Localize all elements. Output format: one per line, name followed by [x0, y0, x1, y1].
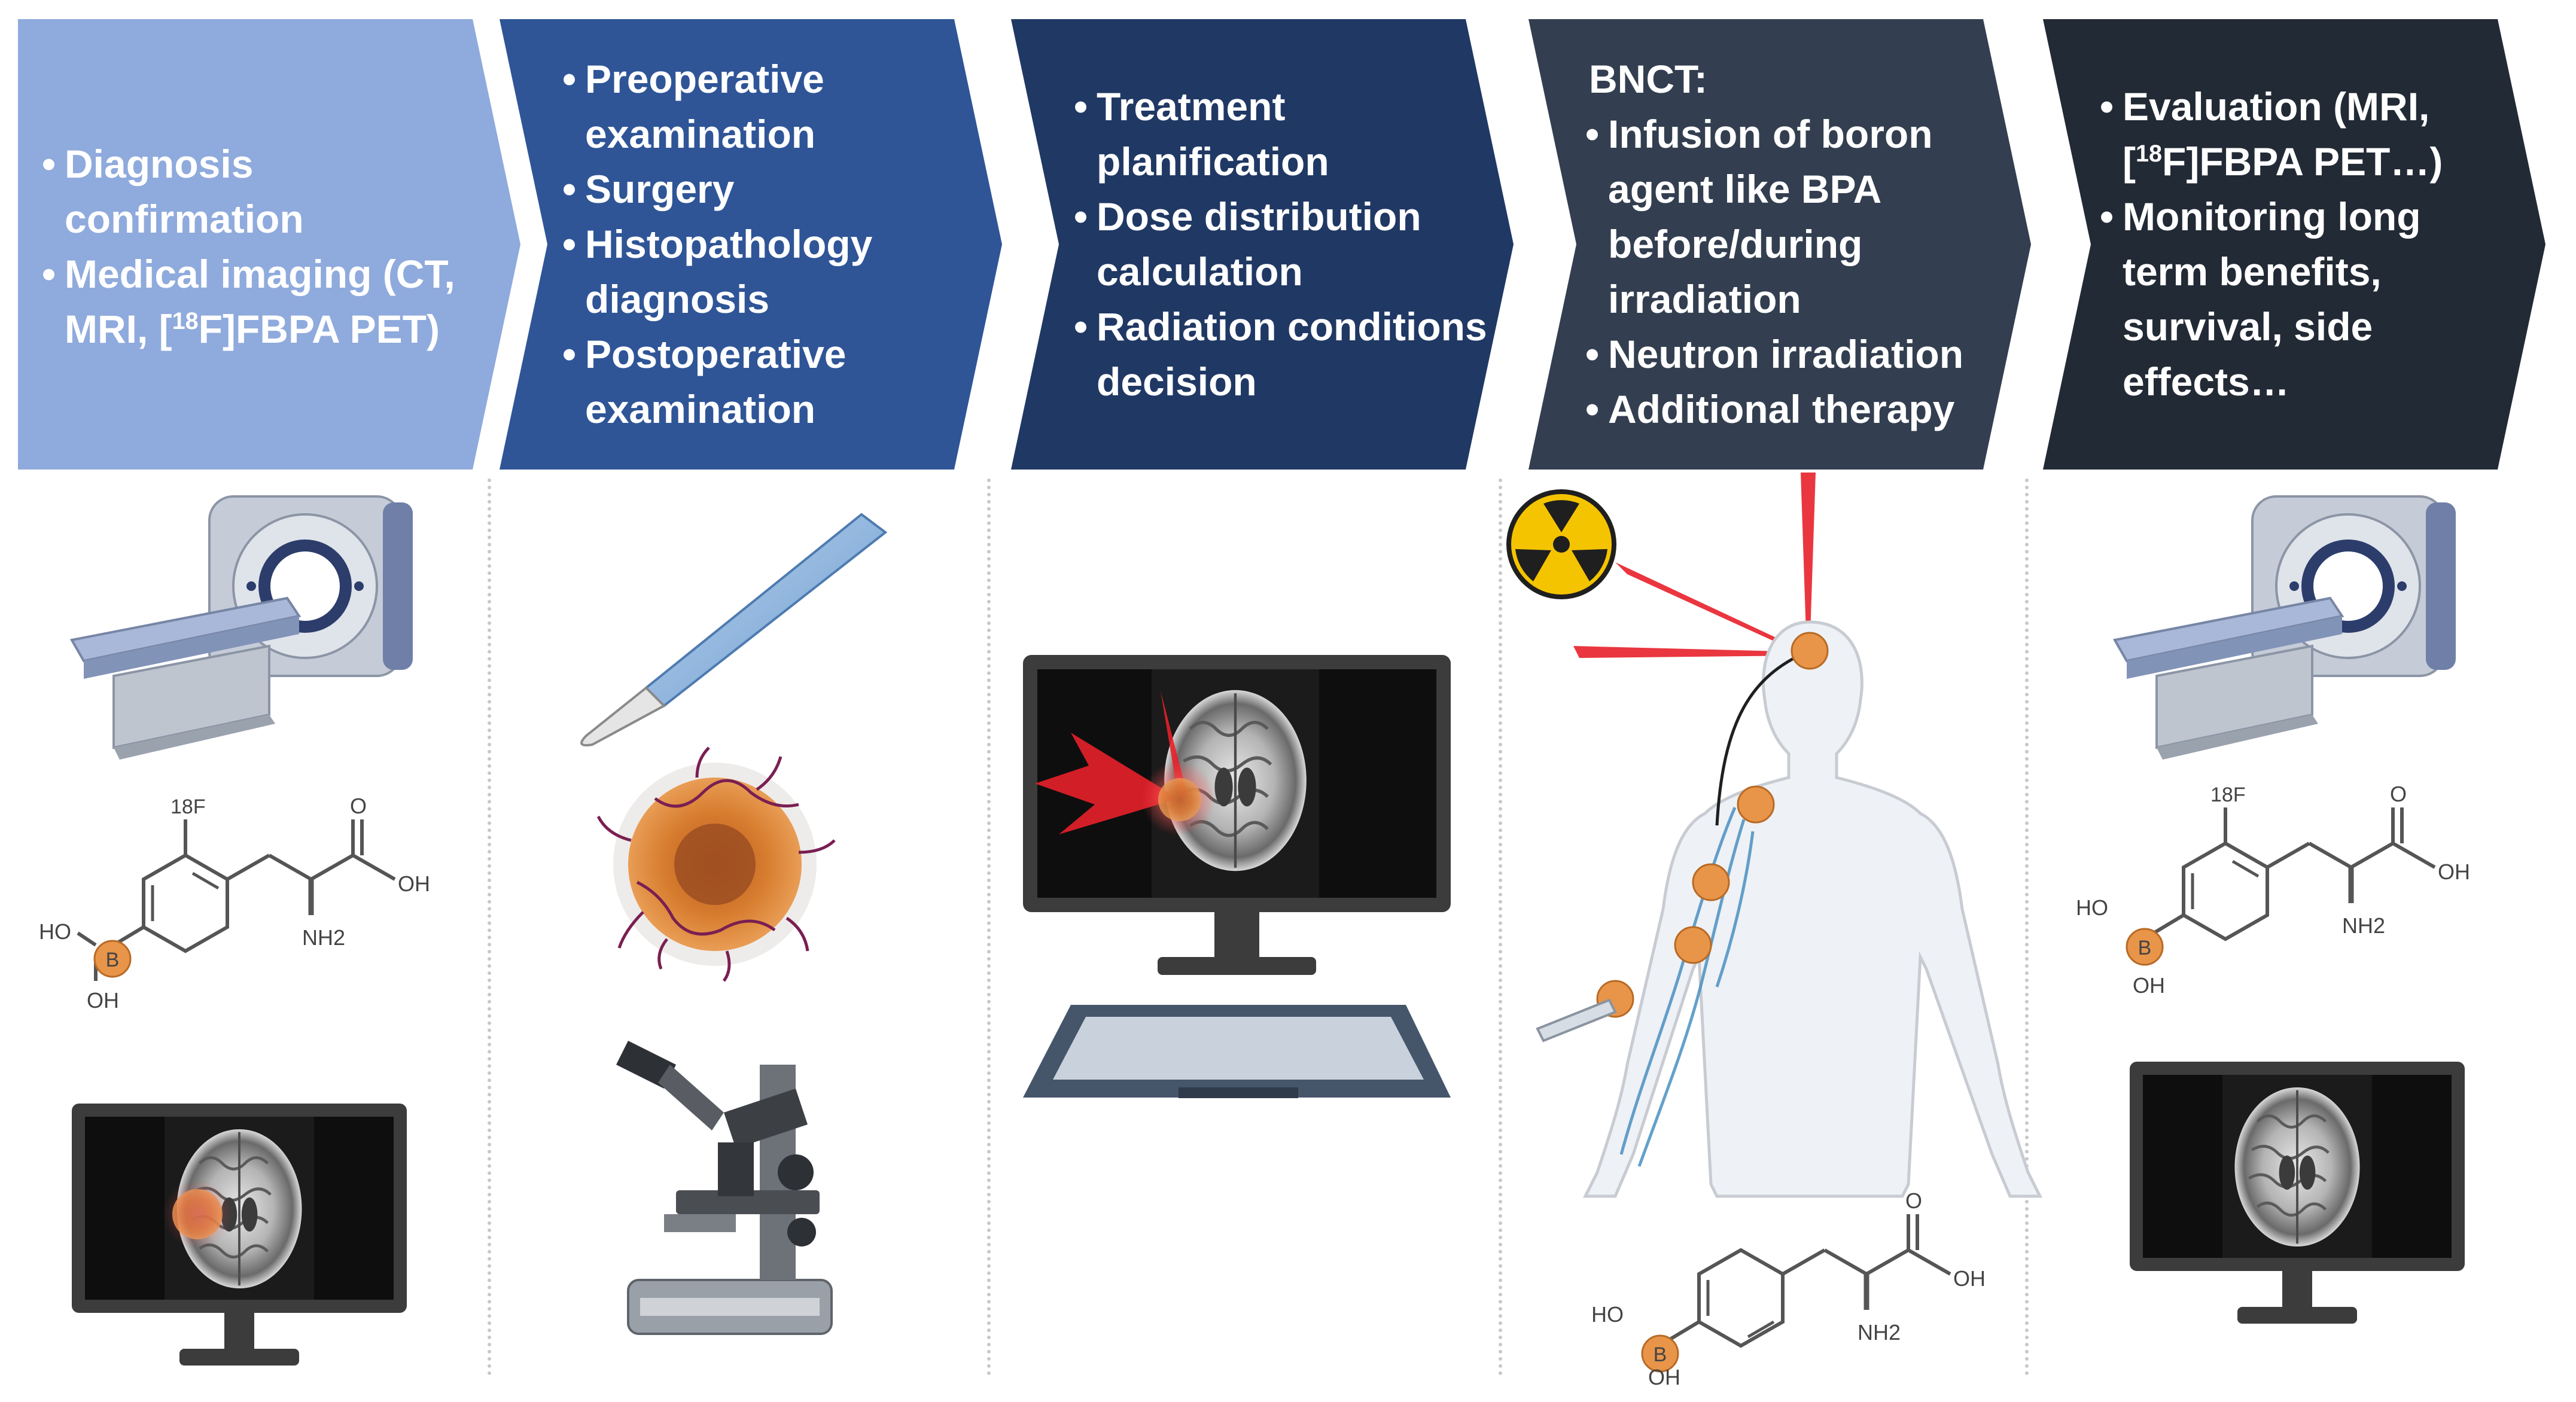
step-3-item-3: Radiation conditions decision: [1074, 299, 1493, 409]
step-4-list: Infusion of boron agent like BPA before/…: [1585, 106, 1992, 437]
fbpa-molecule-1: B 18F O OH NH2 HO OH: [39, 794, 430, 1013]
scalpel-icon: [580, 513, 888, 746]
fbpa-1-fluorine-label: 18F: [170, 796, 206, 818]
step-4-text: BNCT: Infusion of boron agent like BPA b…: [1585, 51, 1992, 437]
step-2-text: Preoperative examination Surgery Histopa…: [562, 51, 945, 437]
step-3-item-1: Treatment planification: [1074, 79, 1493, 189]
monitor-brain-tumor-icon: [72, 1104, 407, 1366]
step-3-list: Treatment planification Dose distributio…: [1074, 79, 1493, 409]
step-2-item-4: Postoperative examination: [562, 327, 945, 437]
fbpa-1-boron-label: B: [106, 949, 120, 971]
step-5-item-2: Monitoring long term benefits, survival,…: [2100, 189, 2471, 409]
fbpa-1-ho-label: HO: [39, 919, 71, 944]
bpa-molecule: B O OH NH2 HO OH: [1591, 1188, 1986, 1389]
step-2-item-2: Surgery: [562, 161, 945, 217]
tumor-cell-icon: [596, 746, 836, 982]
fbpa-1-amine-label: NH2: [302, 925, 345, 950]
step-1-text: Diagnosis confirmation Medical imaging (…: [42, 136, 497, 356]
step-1-list: Diagnosis confirmation Medical imaging (…: [42, 136, 497, 356]
step-4-heading: BNCT:: [1589, 57, 1707, 101]
fbpa-1-oxygen-label: O: [350, 794, 367, 818]
fbpa-1-acid-oh-label: OH: [398, 871, 430, 896]
fbpa-2-oxygen-label: O: [2390, 782, 2407, 806]
bpa-ho-label: HO: [1591, 1302, 1624, 1327]
bpa-boron-label: B: [1654, 1343, 1667, 1366]
step-5-text: Evaluation (MRI, [18F]FBPA PET…) Monitor…: [2100, 79, 2471, 409]
patient-body-icon: [1536, 620, 2043, 1198]
radiation-hazard-icon: [1506, 489, 1616, 599]
step-5-list: Evaluation (MRI, [18F]FBPA PET…) Monitor…: [2100, 79, 2471, 409]
keyboard-icon: [1023, 1005, 1451, 1098]
fbpa-2-boron-label: B: [2138, 937, 2152, 959]
monitor-brain-icon: [2130, 1062, 2465, 1324]
column-separator-3: [1499, 478, 1502, 1376]
step-1-item-2: Medical imaging (CT, MRI, [18F]FBPA PET): [42, 246, 497, 356]
step-1-item-1: Diagnosis confirmation: [42, 136, 497, 246]
fbpa-2-fluorine-label: 18F: [2210, 784, 2246, 806]
column-separator-2: [987, 478, 991, 1376]
step-5-item-1: Evaluation (MRI, [18F]FBPA PET…): [2100, 79, 2471, 189]
step-2-item-3: Histopathology diagnosis: [562, 217, 945, 327]
step-3-text: Treatment planification Dose distributio…: [1074, 79, 1493, 409]
column-separator-4: [2025, 478, 2029, 1376]
step-4-item-1: Infusion of boron agent like BPA before/…: [1585, 106, 1992, 327]
treatment-planning-monitor-icon: [1023, 655, 1451, 975]
bpa-oxygen-label: O: [1905, 1188, 1922, 1213]
column-separator-1: [488, 478, 491, 1376]
fbpa-1-boron-oh-label: OH: [87, 988, 119, 1013]
ct-scanner-icon-1: [71, 495, 414, 761]
step-4-item-3: Additional therapy: [1585, 382, 1992, 437]
step-2-item-1: Preoperative examination: [562, 51, 945, 161]
step-3-item-2: Dose distribution calculation: [1074, 189, 1493, 299]
bpa-boron-oh-label: OH: [1648, 1365, 1680, 1389]
fbpa-molecule-2: B 18F O OH NH2 HO OH: [2076, 782, 2470, 998]
ct-scanner-icon-2: [2114, 495, 2457, 761]
fbpa-2-boron-oh-label: OH: [2133, 973, 2165, 998]
fbpa-2-amine-label: NH2: [2342, 913, 2385, 938]
step-4-item-2: Neutron irradiation: [1585, 327, 1992, 382]
fbpa-2-acid-oh-label: OH: [2438, 860, 2470, 884]
bpa-acid-oh-label: OH: [1953, 1266, 1986, 1291]
step-2-list: Preoperative examination Surgery Histopa…: [562, 51, 945, 437]
fbpa-2-ho-label: HO: [2076, 895, 2108, 920]
microscope-icon: [616, 1041, 833, 1335]
bpa-amine-label: NH2: [1858, 1320, 1901, 1345]
